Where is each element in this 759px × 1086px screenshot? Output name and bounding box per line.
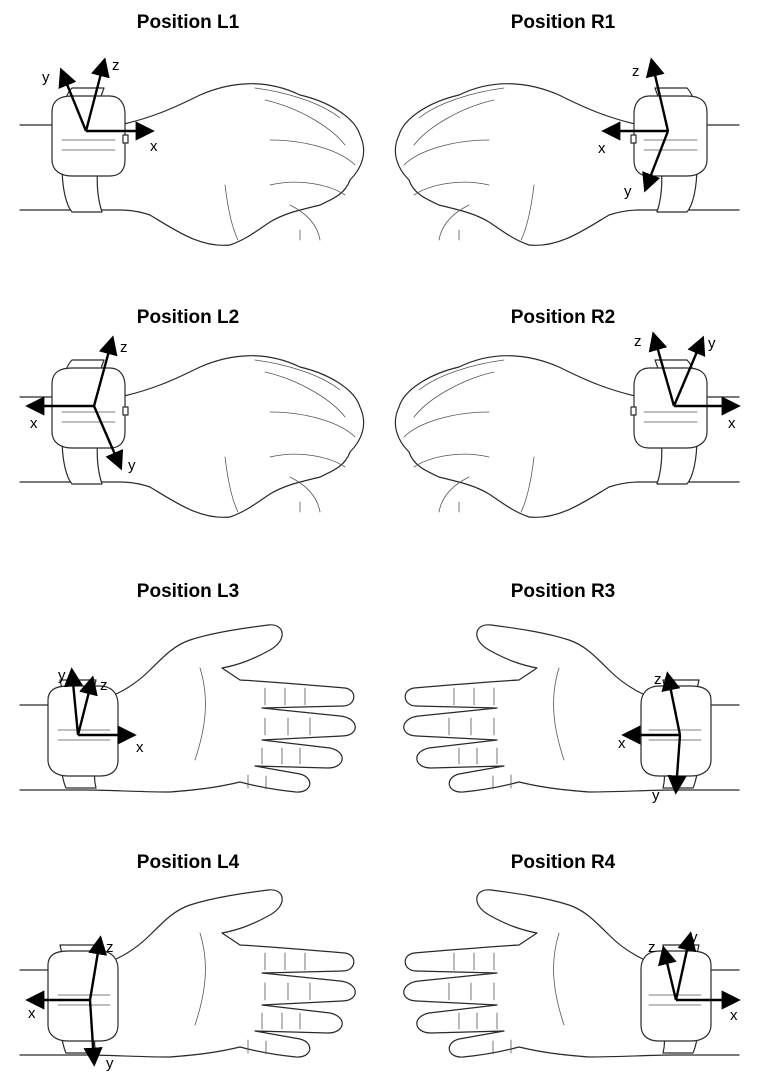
axes-r1: x y z (598, 57, 670, 200)
axes-r3: x y z (618, 671, 687, 804)
panel-title-r2: Position R2 (510, 307, 616, 328)
axis-label-x-r1: x (598, 140, 606, 157)
panel-title-r1: Position R1 (510, 12, 616, 33)
axis-label-z-r3: z (654, 671, 662, 688)
axis-label-z-l2: z (120, 339, 128, 356)
axis-label-x-r3: x (618, 735, 626, 752)
hand-drawing-l4 (19, 889, 356, 1058)
axes-l2: x y z (25, 335, 136, 474)
axis-label-x-l3: x (136, 739, 144, 756)
axis-label-y-l2: y (128, 457, 136, 474)
axis-label-z-r4: z (648, 939, 656, 956)
axis-label-x-l2: x (30, 415, 38, 432)
axis-label-z-r1: z (632, 63, 640, 80)
axis-label-z-l4: z (106, 939, 114, 956)
panel-title-r4: Position R4 (510, 852, 616, 873)
axis-label-y-l3: y (58, 667, 66, 684)
axis-label-y-l4: y (106, 1055, 114, 1072)
hand-drawing-r2 (394, 355, 740, 518)
axis-label-x-r4: x (730, 1007, 738, 1024)
panel-title-l1: Position L1 (136, 12, 240, 33)
axis-label-y-r1: y (624, 183, 632, 200)
hand-drawing-r1 (394, 83, 740, 246)
axis-label-y-r2: y (708, 335, 716, 352)
axis-label-y-r3: y (652, 787, 660, 804)
axis-label-z-r2: z (634, 333, 642, 350)
hand-drawing-l2 (19, 355, 365, 518)
axes-r4: x y z (648, 929, 741, 1024)
hand-drawing-l1 (19, 83, 365, 246)
hand-drawing-r4 (403, 889, 740, 1058)
panel-title-l4: Position L4 (136, 852, 240, 873)
hand-drawing-l3 (19, 624, 356, 793)
axis-label-z-l3: z (100, 677, 108, 694)
panel-title-l3: Position L3 (136, 581, 240, 602)
axis-label-x-r2: x (728, 415, 736, 432)
axis-label-x-l1: x (150, 138, 158, 155)
axes-l4: x y z (25, 935, 114, 1072)
axis-label-x-l4: x (28, 1005, 36, 1022)
axes-l1: x y z (42, 57, 158, 155)
axes-r2: x y z (634, 331, 741, 432)
axes-l3: x y z (58, 667, 144, 756)
panel-title-r3: Position R3 (510, 581, 616, 602)
hand-drawing-r3 (403, 624, 740, 793)
axis-label-z-l1: z (112, 57, 120, 74)
panel-title-l2: Position L2 (136, 307, 240, 328)
axis-label-y-r4: y (690, 929, 698, 946)
axis-label-y-l1: y (42, 69, 50, 86)
